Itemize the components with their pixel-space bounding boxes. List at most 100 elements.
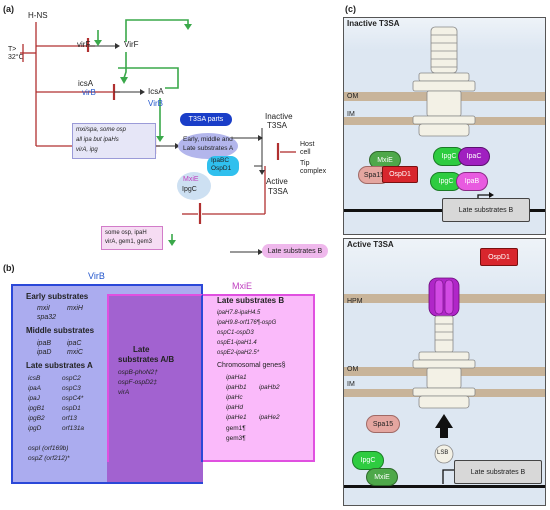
late-ab-title-1: Late [133,345,150,354]
genes-line-3: virA, ipg [76,147,98,153]
osp-genes-box: some osp, ipaH virA, gem1, gem3 [101,226,163,250]
late-a-item: ipgB1 [28,405,45,412]
late-a-item: ipgD [28,425,42,432]
ospd1-active: OspD1 [480,248,518,266]
active-title: Active T3SA [347,240,394,249]
panel-a-label: (a) [3,4,14,14]
substrates-a-line2: Late substrates A [183,145,234,152]
temp-label: T> [8,46,17,53]
early-title: Early substrates [26,292,89,301]
mxie-ipgc-ellipse [177,172,211,200]
late-substrates-b-active: Late substrates B [454,460,542,484]
middle-item-4: mxiC [67,349,83,356]
chrom-item: gem3¶ [226,435,246,442]
icsa-protein: IcsA [148,87,164,96]
late-a-item: ospC4* [62,395,84,402]
active-t3sa-line2: T3SA [268,187,289,196]
active-t3sa-line1: Active [266,177,288,186]
chrom-item: ipaHd [226,404,243,411]
early-item-3: spa32 [37,314,57,321]
late-a-item: ospC2 [62,375,81,382]
chrom-item: ipaHb2 [259,384,280,391]
late-substrates-b-pill: Late substrates B [262,244,328,258]
temp-label-2: 32°C [8,54,24,61]
late-a-title: Late substrates A [26,361,93,370]
virf-gene: virF [77,40,91,49]
host-cell-line2: cell [300,149,311,156]
panel-b-label: (b) [3,263,15,273]
hpm-label: HPM [347,298,363,305]
genes-line-1: mxi/spa, some osp [76,127,127,133]
regulation-network-svg [20,19,296,255]
early-item-2: mxiH [67,305,83,312]
late-a-extra-1: ospI (orf169b) [28,445,69,452]
virf-protein: VirF [124,40,139,49]
inactive-needle-svg [412,26,494,209]
icsa-gene: icsA [78,79,94,88]
inactive-title: Inactive T3SA [347,19,400,28]
chrom-item: ipaHe2 [259,414,280,421]
late-b-item-1: ipaH7.8-ipaH4.5 [217,310,261,316]
late-a-item: ospD1 [62,405,81,412]
om-label-inactive: OM [347,93,359,100]
middle-item-3: ipaD [37,349,52,356]
late-substrates-b-inactive: Late substrates B [442,198,530,222]
late-a-item: ospC3 [62,385,81,392]
hns-label: H-NS [28,11,48,20]
late-a-extra-2: ospZ (orf212)* [28,455,70,462]
chrom-item: ipaHe1 [226,414,247,421]
virb-header: VirB [88,271,105,281]
mxie-label-a: MxiE [183,176,199,183]
chrom-item: ipaHa1 [226,374,247,381]
late-a-item: orf13 [62,415,77,422]
im-label-inactive: IM [347,111,355,118]
late-b-item-5: ospE2-ipaH2.5* [217,350,260,356]
im-label-active: IM [347,381,355,388]
ipab-inactive: IpaB [456,172,488,191]
chrom-item: ipaHc [226,394,243,401]
mxie-header: MxiE [232,281,252,291]
late-a-item: ipaA [28,385,42,392]
lsb-label: LSB [437,450,449,456]
middle-item-2: ipaC [67,340,82,347]
genes-line-2: all ipa but ipaHs [76,137,119,143]
t3sa-parts-pill: T3SA parts [180,113,232,126]
chrom-item: ipaHb1 [226,384,247,391]
osp-line1: some osp, ipaH [105,230,147,236]
late-ab-item-2: ospF-ospD2‡ [118,379,158,386]
late-b-item-2: ipaH9.8-orf176¶-ospG [217,320,277,326]
ipgc-inactive-1: IpgC [433,147,465,166]
early-item-1: mxiI [37,305,50,312]
osp-line2: virA, gem1, gem3 [105,239,153,245]
late-ab-title-2: substrates A/B [118,355,175,364]
overlap-region [107,294,203,482]
ipabc-label: IpaBC [211,157,230,164]
late-a-item: ipgB2 [28,415,45,422]
middle-item-1: ipaB [37,340,52,347]
inactive-t3sa-line2: T3SA [267,121,288,130]
late-a-item: orf131a [62,425,85,432]
ipac-inactive: IpaC [458,147,490,166]
active-needle-svg [412,277,476,484]
virb-protein: VirB [148,99,163,108]
inactive-t3sa-line1: Inactive [265,112,293,121]
late-a-item: icsB [28,375,41,382]
panel-c-label: (c) [345,4,356,14]
mxie-active: MxiE [366,468,398,486]
tip-complex-line2: complex [300,168,327,175]
substrates-a-line1: Early, middle and [183,136,233,143]
ospd1-label: OspD1 [211,165,232,172]
ospd1-inactive: OspD1 [382,166,418,183]
virb-gene: virB [82,88,96,97]
late-ab-item-3: virA [118,389,130,396]
t3sa-genes-box: mxi/spa, some osp all ipa but ipaHs virA… [72,123,156,159]
host-cell-line1: Host [300,141,315,148]
tip-complex-line1: Tip [300,160,310,167]
late-b-item-4: ospE1-ipaH1.4 [217,340,257,346]
spa15-active: Spa15 [366,415,400,433]
dna-line-active [344,485,545,488]
late-b-item-3: ospC1-ospD3 [217,330,254,336]
overlap-border [107,294,203,462]
late-b-title: Late substrates B [217,296,285,305]
